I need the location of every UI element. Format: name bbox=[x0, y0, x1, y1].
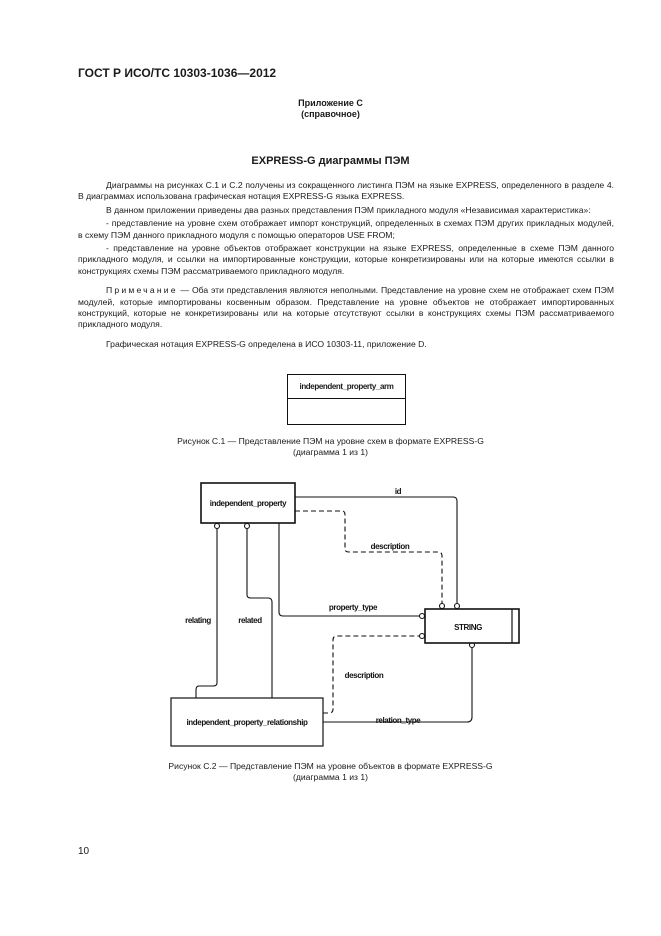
description2-label: description bbox=[345, 671, 384, 680]
id-endpoint-circle bbox=[453, 602, 461, 610]
paragraph: Диаграммы на рисунках С.1 и С.2 получены… bbox=[78, 180, 614, 202]
related-relation-line bbox=[246, 528, 273, 698]
relating-label: relating bbox=[185, 616, 211, 625]
figure2-caption-sub: (диаграмма 1 из 1) bbox=[292, 772, 369, 782]
notation-paragraph: Графическая нотация EXPRESS-G определена… bbox=[106, 338, 427, 349]
note-text: — Оба эти представления являются неполны… bbox=[78, 285, 614, 330]
standard-header: ГОСТ Р ИСО/ТС 10303-1036—2012 bbox=[78, 66, 277, 80]
paragraph: - представление на уровне объектов отобр… bbox=[78, 243, 614, 276]
section-title: EXPRESS-G диаграммы ПЭМ bbox=[251, 155, 410, 167]
paragraph: - представление на уровне схем отображае… bbox=[78, 218, 614, 240]
string-type-box bbox=[424, 608, 520, 644]
description-label: description bbox=[371, 542, 410, 551]
property-type-label: property_type bbox=[329, 603, 378, 612]
id-label: id bbox=[395, 487, 402, 496]
property-type-endpoint-circle bbox=[418, 612, 426, 620]
schema-box: independent_property_arm bbox=[287, 374, 406, 425]
relating-relation-line bbox=[195, 528, 218, 698]
relationship-label: independent_property_relationship bbox=[186, 718, 308, 727]
independent-property-entity bbox=[200, 482, 296, 524]
figure1-caption-sub: (диаграмма 1 из 1) bbox=[292, 447, 369, 457]
relating-endpoint-circle bbox=[213, 522, 221, 530]
relationship-entity bbox=[170, 697, 324, 747]
description-relation-line bbox=[295, 510, 443, 603]
paragraph: В данном приложении приведены два разных… bbox=[106, 204, 591, 215]
description-endpoint-circle bbox=[438, 602, 446, 610]
note-paragraph: Примечание — Оба эти представления являю… bbox=[78, 285, 614, 331]
page-number: 10 bbox=[78, 846, 90, 857]
schema-box-name: independent_property_arm bbox=[288, 375, 405, 399]
note-label: Примечание bbox=[106, 285, 178, 296]
figure1-caption: Рисунок С.1 — Представление ПЭМ на уровн… bbox=[177, 436, 484, 446]
figure2-caption: Рисунок С.2 — Представление ПЭМ на уровн… bbox=[168, 761, 493, 771]
related-endpoint-circle bbox=[243, 522, 251, 530]
description2-endpoint-circle bbox=[418, 632, 426, 640]
relation-type-relation-line bbox=[323, 648, 473, 723]
appendix-title: Приложение С bbox=[298, 98, 363, 108]
body-text: Диаграммы на рисунках С.1 и С.2 получены… bbox=[78, 180, 614, 352]
independent-property-label: independent_property bbox=[210, 499, 287, 508]
related-label: related bbox=[238, 616, 262, 625]
property-type-relation-line bbox=[278, 523, 419, 617]
string-label: STRING bbox=[454, 623, 482, 632]
appendix-subtitle: (справочное) bbox=[301, 109, 360, 119]
id-relation-line bbox=[295, 496, 458, 603]
relation-type-label: relation_type bbox=[376, 716, 422, 725]
